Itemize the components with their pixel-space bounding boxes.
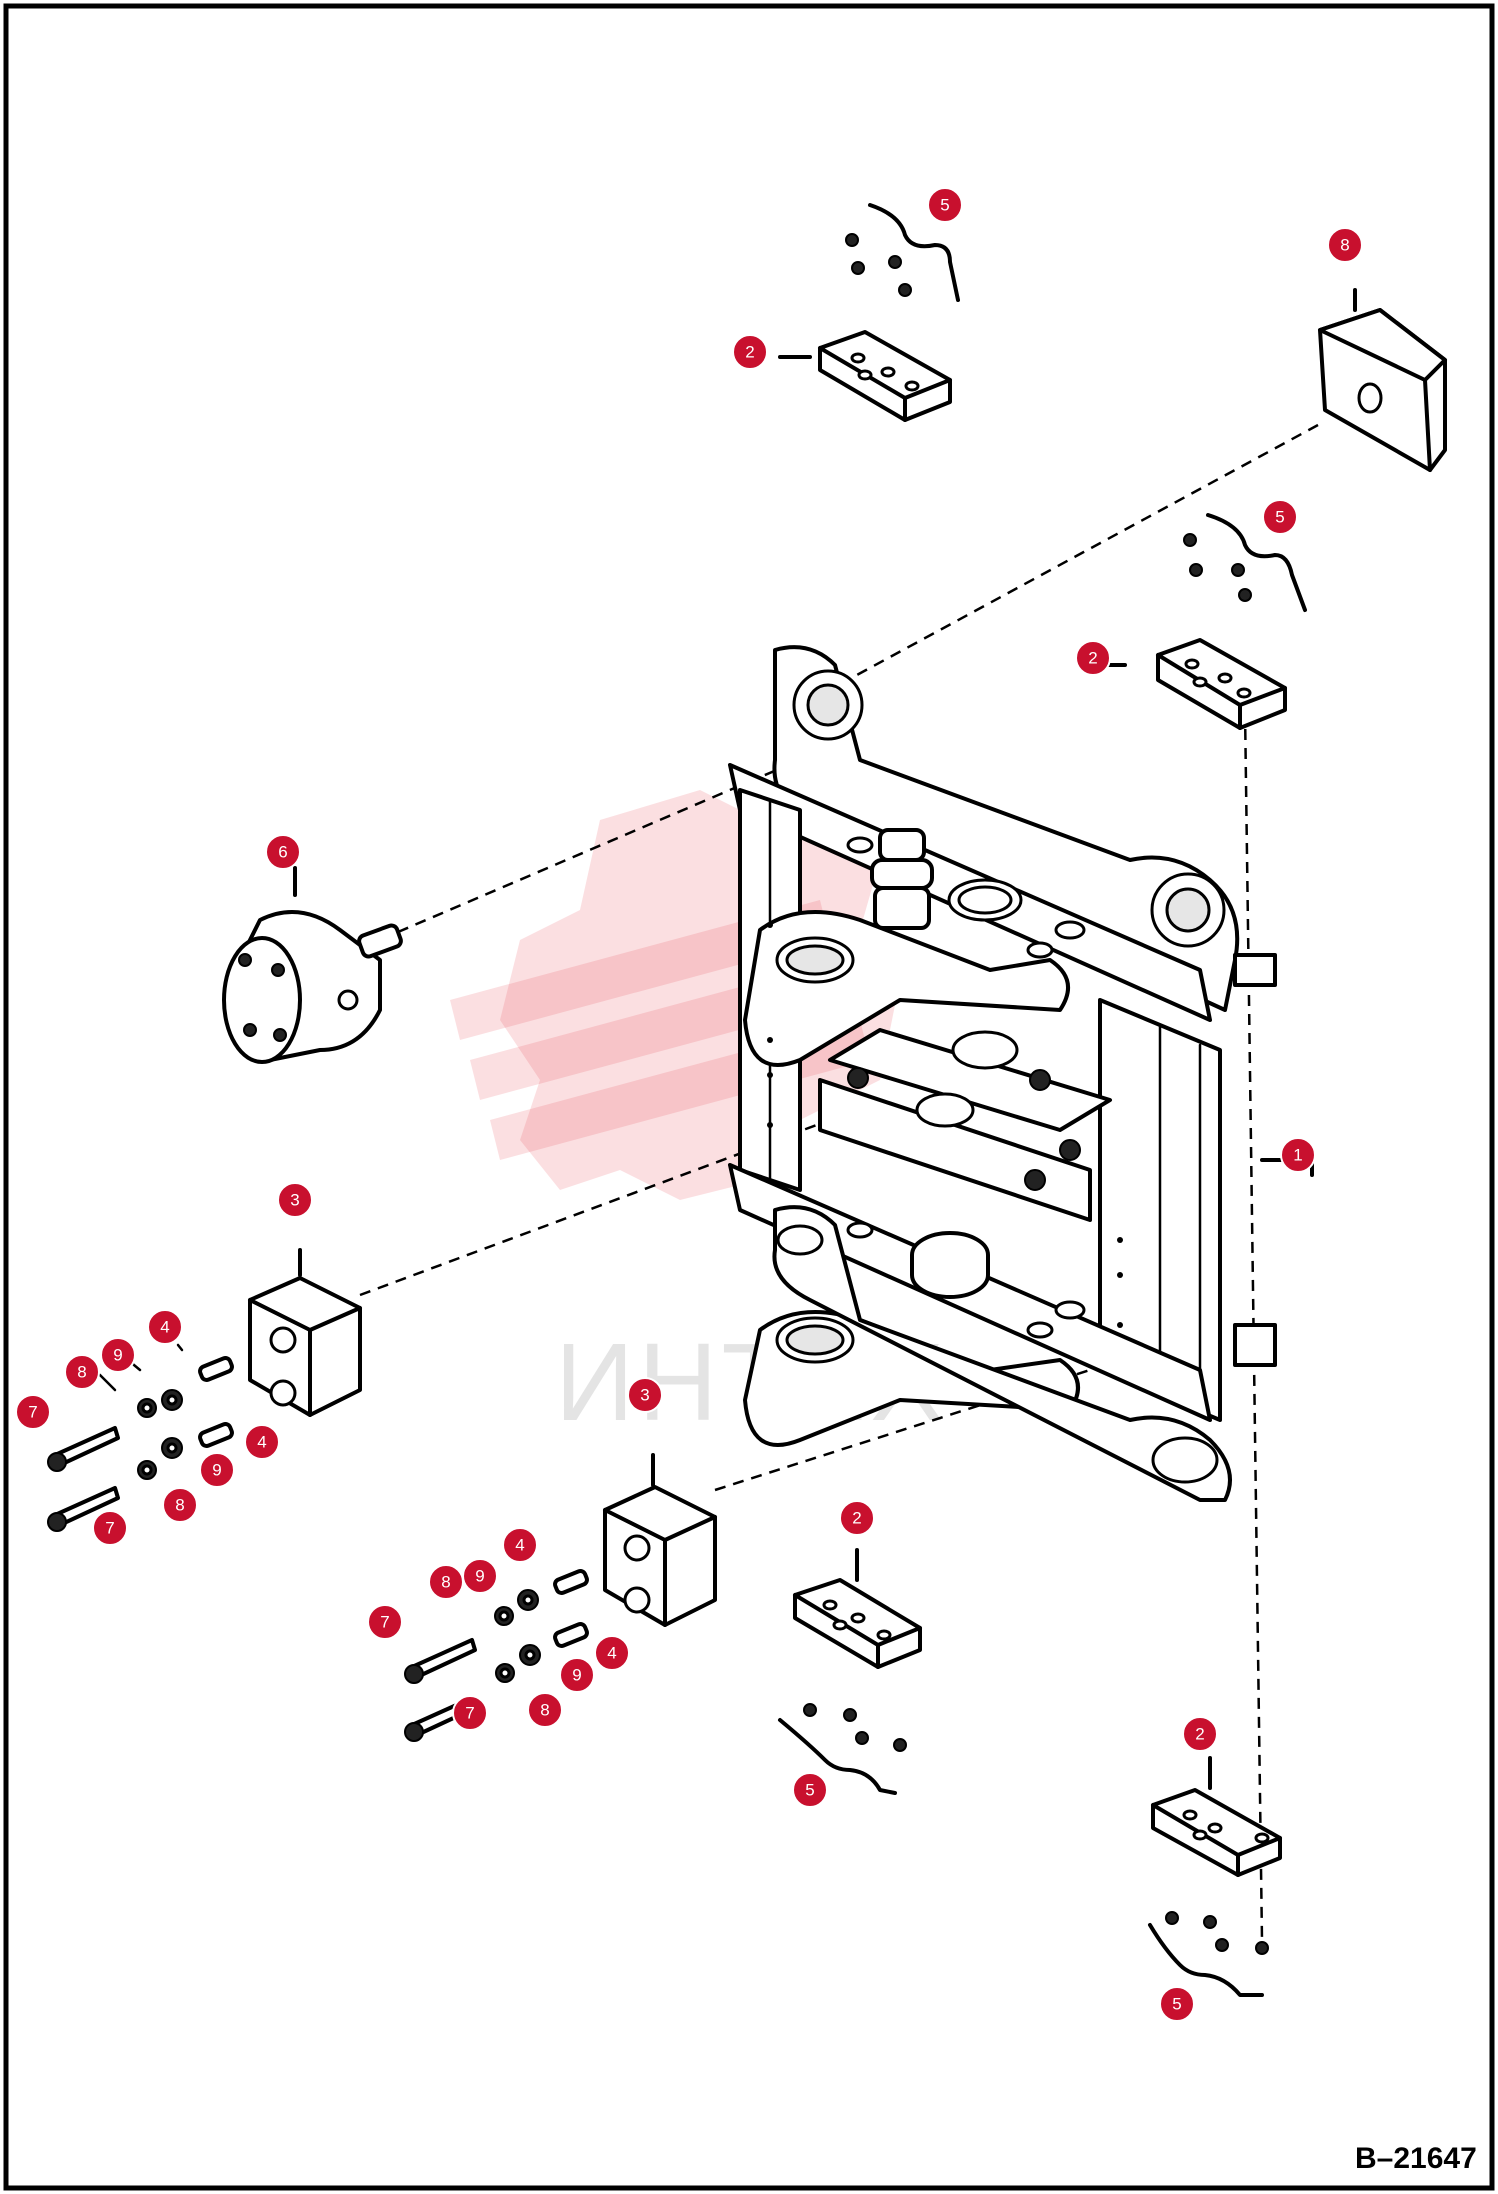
svg-text:8: 8 (540, 1701, 549, 1720)
svg-text:7: 7 (465, 1704, 474, 1723)
svg-text:3: 3 (640, 1386, 649, 1405)
callout-1: 1 (1280, 1137, 1316, 1173)
svg-text:5: 5 (805, 1781, 814, 1800)
mounting-block-right (603, 1453, 717, 1627)
callout-markers: 1 2 2 2 2 3 3 4 4 4 4 5 5 5 5 6 7 7 7 7 … (15, 187, 1363, 2022)
svg-text:4: 4 (160, 1318, 169, 1337)
svg-text:2: 2 (745, 343, 754, 362)
svg-text:7: 7 (28, 1403, 37, 1422)
drawing-border (3, 3, 1495, 2191)
drawing-reference-number: B–21647 (1355, 2142, 1477, 2175)
screw-group-middle (778, 1703, 907, 1795)
callout-9: 9 (199, 1452, 235, 1488)
wear-plate-middle (793, 1548, 922, 1669)
svg-text:5: 5 (1172, 1995, 1181, 2014)
callout-8: 8 (1327, 227, 1363, 263)
callout-2: 2 (839, 1500, 875, 1536)
svg-text:7: 7 (380, 1613, 389, 1632)
svg-text:6: 6 (278, 843, 287, 862)
callout-3: 3 (627, 1377, 663, 1413)
svg-text:9: 9 (113, 1346, 122, 1365)
callout-4: 4 (244, 1424, 280, 1460)
svg-text:8: 8 (77, 1363, 86, 1382)
svg-text:7: 7 (105, 1519, 114, 1538)
svg-text:5: 5 (940, 196, 949, 215)
callout-7: 7 (15, 1394, 51, 1430)
hardware-left (47, 1343, 234, 1532)
pad-block (1318, 288, 1447, 472)
svg-text:2: 2 (1088, 649, 1097, 668)
svg-text:9: 9 (212, 1461, 221, 1480)
svg-text:4: 4 (607, 1644, 616, 1663)
callout-5: 5 (792, 1772, 828, 1808)
main-frame (728, 645, 1277, 1502)
callout-3: 3 (277, 1182, 313, 1218)
callout-4: 4 (147, 1309, 183, 1345)
screw-group-top (845, 203, 960, 302)
wear-plate-top (778, 330, 952, 422)
svg-text:1: 1 (1293, 1146, 1302, 1165)
callout-2: 2 (732, 334, 768, 370)
callout-8: 8 (428, 1564, 464, 1600)
svg-text:9: 9 (475, 1567, 484, 1586)
callout-8: 8 (162, 1487, 198, 1523)
svg-text:2: 2 (852, 1509, 861, 1528)
callout-9: 9 (559, 1657, 595, 1693)
callout-4: 4 (502, 1527, 538, 1563)
callout-5: 5 (1262, 499, 1298, 535)
svg-text:8: 8 (175, 1496, 184, 1515)
mounting-block-left (248, 1248, 362, 1417)
svg-text:4: 4 (257, 1433, 266, 1452)
callout-6: 6 (265, 834, 301, 870)
callout-5: 5 (927, 187, 963, 223)
callout-7: 7 (367, 1604, 403, 1640)
svg-text:8: 8 (441, 1573, 450, 1592)
svg-text:3: 3 (290, 1191, 299, 1210)
wear-plate-lower-right (1151, 1756, 1282, 1877)
svg-text:2: 2 (1195, 1725, 1204, 1744)
callout-7: 7 (452, 1695, 488, 1731)
wear-plate-upper-right (1098, 638, 1287, 730)
callout-2: 2 (1182, 1716, 1218, 1752)
callout-9: 9 (100, 1337, 136, 1373)
svg-text:4: 4 (515, 1536, 524, 1555)
svg-text:5: 5 (1275, 508, 1284, 527)
callout-9: 9 (462, 1558, 498, 1594)
callout-2: 2 (1075, 640, 1111, 676)
callout-8: 8 (64, 1354, 100, 1390)
pivot-disc (222, 866, 403, 1064)
svg-text:9: 9 (572, 1666, 581, 1685)
screw-group-upper-right (1183, 513, 1307, 612)
callout-8: 8 (527, 1692, 563, 1728)
svg-text:8: 8 (1340, 236, 1349, 255)
screw-group-lower-right (1148, 1911, 1269, 1997)
callout-4: 4 (594, 1635, 630, 1671)
callout-5: 5 (1159, 1986, 1195, 2022)
callout-7: 7 (92, 1510, 128, 1546)
